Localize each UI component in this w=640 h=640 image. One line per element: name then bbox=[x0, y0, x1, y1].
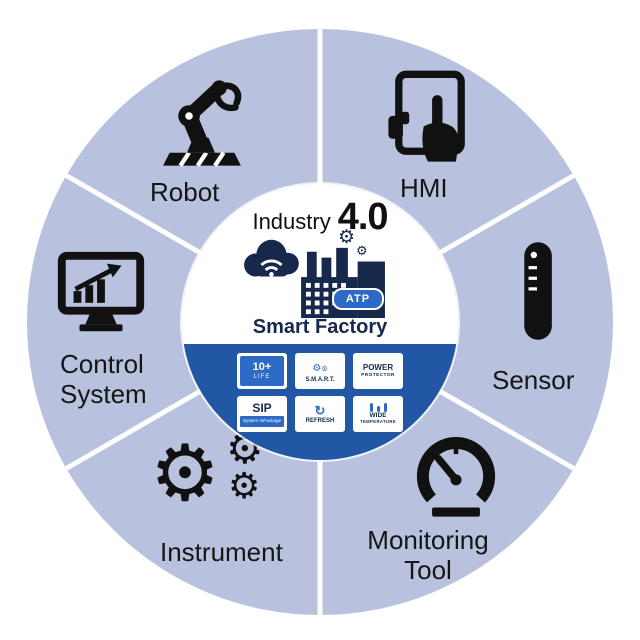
badge-power-protector: POWER PROTECTOR bbox=[353, 353, 403, 389]
segment-label-control-system: Control System bbox=[60, 349, 147, 409]
title-version: 4.0 bbox=[337, 196, 389, 238]
badge-wide-temperature: WIDE TEMPERATURE bbox=[353, 396, 403, 432]
badge-life-mid: LIFE bbox=[253, 373, 271, 380]
badge-sip-bottom: System InPackage bbox=[240, 415, 284, 427]
gear-icon: ⚙ bbox=[228, 465, 261, 506]
center-title: Industry 4.0 bbox=[182, 196, 458, 239]
segment-label-instrument: Instrument bbox=[160, 537, 283, 567]
monitor-chart-icon bbox=[52, 246, 150, 344]
badge-row-1: 10+ LIFE ⚙⚙ S.M.A.R.T. POWER PROTECTOR bbox=[237, 353, 403, 389]
robot-arm-icon bbox=[148, 62, 256, 170]
badge-life-top: 10+ bbox=[252, 361, 272, 374]
gear-icon: ⚙ bbox=[338, 227, 356, 248]
badge-power-line2: PROTECTOR bbox=[361, 372, 395, 378]
badge-smart-label: S.M.A.R.T. bbox=[305, 376, 335, 383]
badge-wide-line2: TEMPERATURE bbox=[360, 419, 396, 425]
cloud-wifi-icon bbox=[244, 239, 299, 277]
segment-label-hmi: HMI bbox=[400, 173, 448, 203]
gear-icon: ⚙ bbox=[312, 362, 322, 374]
badge-row-2: SIP System InPackage ↻ REFRESH WIDE TEMP… bbox=[237, 396, 403, 432]
badge-power-line1: POWER bbox=[362, 363, 394, 373]
badge-smart: ⚙⚙ S.M.A.R.T. bbox=[295, 353, 345, 389]
hand-tablet-icon bbox=[378, 66, 482, 170]
center-caption: Smart Factory bbox=[252, 316, 388, 338]
badge-refresh-label: REFRESH bbox=[305, 417, 335, 424]
badge-life: 10+ LIFE bbox=[237, 353, 287, 389]
center-hub: Industry 4.0 ⚙ ⚙ bbox=[182, 184, 458, 460]
gear-icon: ⚙ bbox=[356, 243, 368, 258]
thermometer-icon bbox=[369, 403, 387, 413]
gear-icon: ⚙ bbox=[321, 365, 328, 373]
refresh-icon: ↻ bbox=[314, 402, 326, 418]
segment-label-robot: Robot bbox=[150, 177, 220, 207]
badge-sip-top: SIP bbox=[252, 400, 272, 415]
badge-refresh: ↻ REFRESH bbox=[295, 396, 345, 432]
badge-sip: SIP System InPackage bbox=[237, 396, 287, 432]
segment-dividers bbox=[64, 29, 576, 615]
segment-label-monitoring-tool: Monitoring Tool bbox=[367, 525, 489, 585]
segment-label-sensor: Sensor bbox=[492, 365, 575, 395]
badge-wide-line1: WIDE bbox=[369, 412, 387, 420]
atp-badge: ATP bbox=[332, 288, 384, 310]
title-prefix: Industry bbox=[252, 209, 331, 234]
feature-band: 10+ LIFE ⚙⚙ S.M.A.R.T. POWER PROTECTOR bbox=[182, 344, 458, 460]
sensor-probe-icon bbox=[484, 238, 590, 344]
